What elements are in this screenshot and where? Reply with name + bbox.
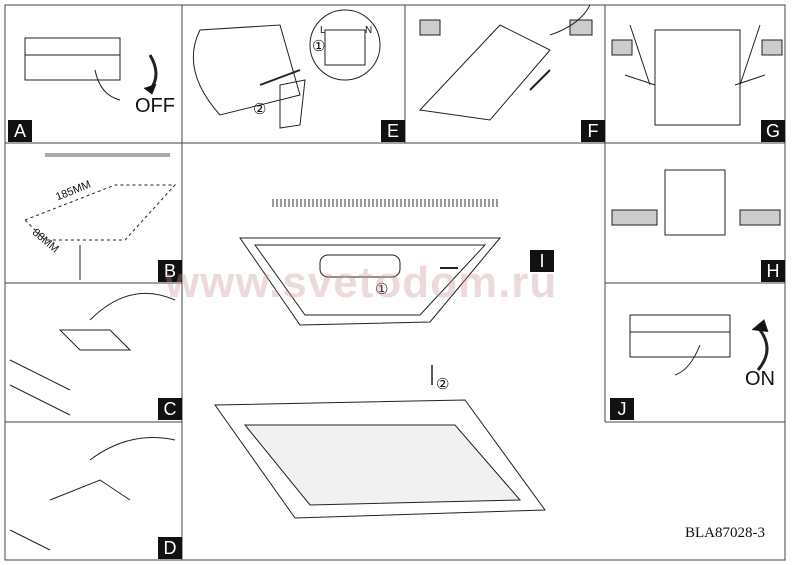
- off-text: OFF: [135, 95, 175, 117]
- panel-label-g: G: [761, 120, 785, 142]
- step1-e-text: ①: [312, 38, 326, 55]
- fixture-panel-drawing: [214, 399, 546, 519]
- clip-c-drawing: [9, 292, 176, 416]
- terminal-l-text: L: [320, 25, 326, 36]
- breaker-off-drawing: [24, 37, 158, 101]
- panel-label-c: C: [158, 398, 182, 420]
- watermark: www.svetodom.ru: [165, 258, 558, 307]
- spring-clips-drawing: [611, 24, 783, 126]
- step1-i-text: ①: [375, 281, 389, 298]
- model-code: BLA87028-3: [685, 525, 765, 541]
- panel-label-a: A: [8, 120, 32, 142]
- clip-d-drawing: [9, 437, 176, 551]
- panel-grid: [4, 4, 786, 561]
- step2-i-text: ②: [436, 376, 450, 393]
- panel-label-f: F: [581, 120, 605, 142]
- fixture-insert-drawing: [418, 4, 593, 121]
- panel-label-i: I: [530, 250, 554, 272]
- panel-label-j: J: [610, 398, 634, 420]
- recessed-h-drawing: [611, 169, 781, 236]
- lamp-replacement-drawing: [239, 199, 502, 385]
- step2-e-text: ②: [253, 101, 267, 118]
- cutout-dimension-drawing: [24, 153, 177, 280]
- terminal-block-drawing: [192, 9, 381, 129]
- breaker-on-drawing: [629, 314, 769, 376]
- panel-label-d: D: [158, 537, 182, 559]
- on-text: ON: [745, 368, 775, 390]
- panel-label-b: B: [158, 260, 182, 282]
- panel-label-h: H: [761, 260, 785, 282]
- terminal-n-text: N: [365, 25, 373, 36]
- panel-label-e: E: [381, 120, 405, 142]
